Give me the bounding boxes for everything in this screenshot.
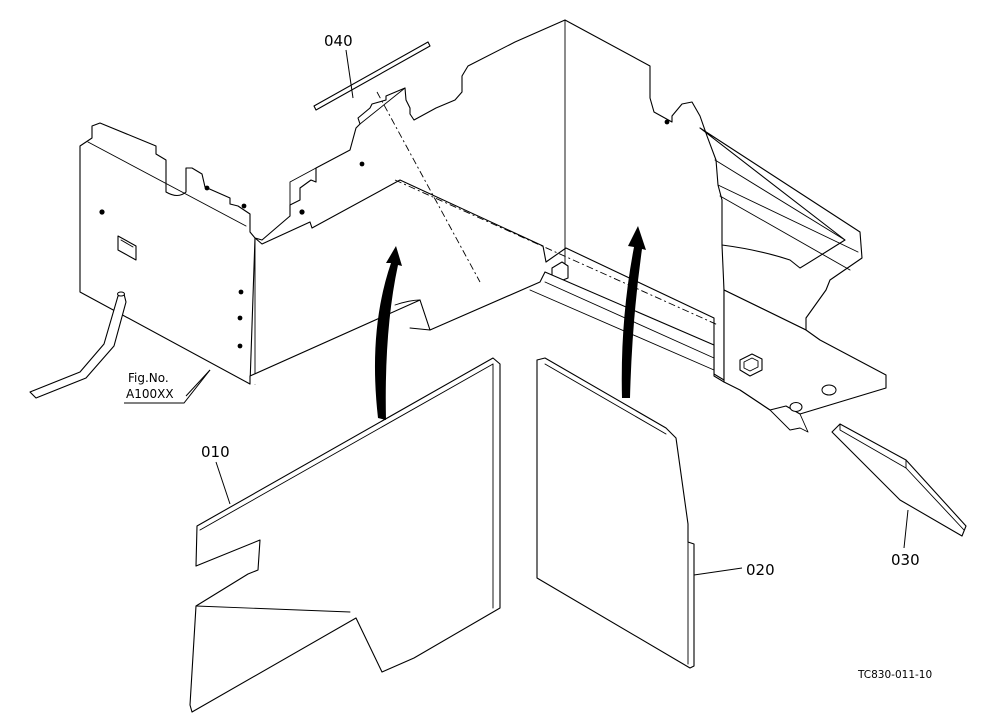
part-040-strip [313, 41, 431, 111]
fig-ref-line2: A100XX [126, 387, 174, 401]
leader-lines [185, 49, 909, 576]
callout-020: 020 [746, 561, 775, 579]
part-030-block [831, 423, 967, 537]
callout-030: 030 [891, 551, 920, 569]
callout-010: 010 [201, 443, 230, 461]
housing-frame [29, 19, 887, 433]
part-010-pad [189, 357, 501, 713]
callout-040: 040 [324, 32, 353, 50]
fig-ref-line1: Fig.No. [128, 371, 169, 385]
fig-ref-underline [124, 369, 211, 404]
alignment-lines [376, 91, 719, 326]
part-020-pad [536, 357, 695, 669]
arrow-right [621, 226, 646, 398]
arrow-left [374, 246, 402, 420]
drawing-number: TC830-011-10 [857, 669, 932, 681]
assembly-arrows [374, 226, 646, 420]
